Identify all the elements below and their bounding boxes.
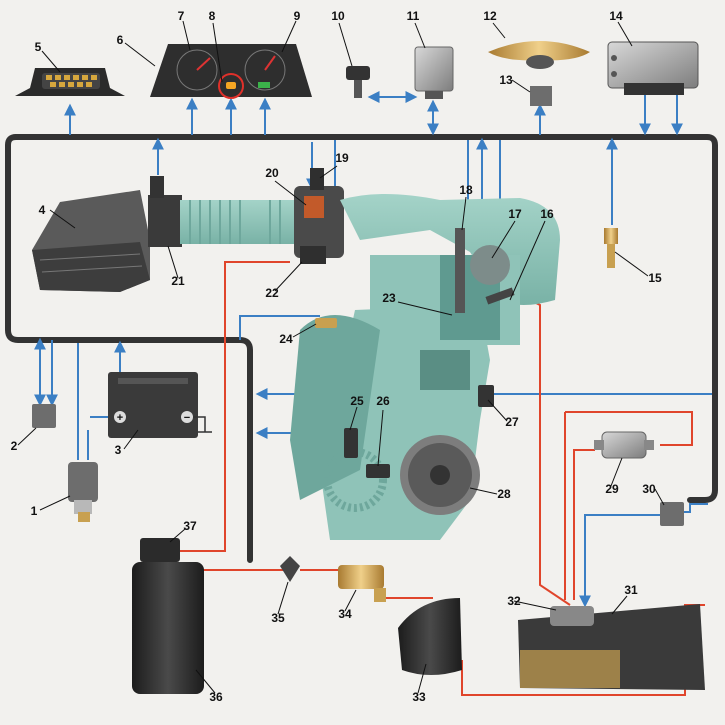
check-valve	[280, 556, 300, 582]
callout-numbers: 1 2 3 4 5 6 7 8 9 10 11 12 13 14 15 16 1…	[11, 9, 662, 704]
callout-6: 6	[117, 33, 124, 47]
knock-sensor-bolt	[346, 66, 370, 98]
callout-27: 27	[505, 415, 519, 429]
battery-minus-symbol: −	[184, 412, 190, 424]
main-relay	[32, 404, 56, 428]
callout-23: 23	[382, 291, 396, 305]
callout-12: 12	[483, 9, 497, 23]
callout-16: 16	[540, 207, 554, 221]
battery-plus-symbol: +	[117, 412, 123, 424]
instrument-cluster	[150, 44, 312, 99]
callout-18: 18	[459, 183, 473, 197]
callout-4: 4	[39, 203, 46, 217]
oxygen-sensor	[315, 318, 337, 328]
callout-34: 34	[338, 607, 352, 621]
fuel-filter	[594, 431, 654, 459]
callout-31: 31	[624, 583, 638, 597]
check-engine-lamp-highlight	[218, 73, 244, 99]
callout-30: 30	[642, 482, 656, 496]
separator	[398, 598, 462, 675]
callout-25: 25	[350, 394, 364, 408]
callout-29: 29	[605, 482, 619, 496]
callout-26: 26	[376, 394, 390, 408]
callout-leaders	[17, 20, 665, 694]
callout-14: 14	[609, 9, 623, 23]
callout-21: 21	[171, 274, 185, 288]
callout-8: 8	[209, 9, 216, 23]
wiring-harness	[5, 134, 718, 563]
fuel-pump-module	[550, 606, 594, 626]
ignition-switch	[68, 462, 98, 522]
callout-33: 33	[412, 690, 426, 704]
callout-19: 19	[335, 151, 349, 165]
callout-32: 32	[507, 594, 521, 608]
fuel-tank	[518, 604, 705, 690]
fan-relay	[530, 86, 552, 106]
ecu	[607, 41, 699, 95]
callout-20: 20	[265, 166, 279, 180]
callout-24: 24	[279, 332, 293, 346]
intake-hose	[180, 200, 305, 244]
cooling-fan	[488, 41, 590, 69]
crankshaft-position-sensor	[366, 464, 390, 478]
purge-valve	[338, 565, 386, 602]
spark-plug	[485, 287, 515, 305]
callout-13: 13	[499, 73, 513, 87]
callout-3: 3	[115, 443, 122, 457]
callout-28: 28	[497, 487, 511, 501]
callout-7: 7	[178, 9, 185, 23]
callout-36: 36	[209, 690, 223, 704]
callout-35: 35	[271, 611, 285, 625]
callout-10: 10	[331, 9, 345, 23]
air-filter-housing	[32, 190, 150, 292]
callout-15: 15	[648, 271, 662, 285]
callout-1: 1	[31, 504, 38, 518]
fuel-injector	[455, 228, 465, 313]
coolant-sensor-25	[344, 428, 358, 458]
callout-2: 2	[11, 439, 18, 453]
callout-17: 17	[508, 207, 522, 221]
fuel-vapor-canister	[132, 538, 204, 694]
check-engine-icon	[226, 82, 236, 89]
coolant-temperature-sensor	[604, 228, 618, 268]
battery-warning-icon	[258, 82, 270, 88]
ignition-module	[414, 46, 454, 99]
callout-11: 11	[407, 9, 420, 23]
callout-9: 9	[294, 9, 301, 23]
mass-air-flow-sensor	[148, 176, 182, 247]
throttle-body	[294, 168, 344, 264]
callout-37: 37	[183, 519, 197, 533]
diagnostic-connector	[15, 68, 125, 96]
callout-22: 22	[265, 286, 279, 300]
fuel-pump-relay	[660, 502, 684, 526]
callout-5: 5	[35, 40, 42, 54]
battery: + −	[108, 372, 212, 438]
